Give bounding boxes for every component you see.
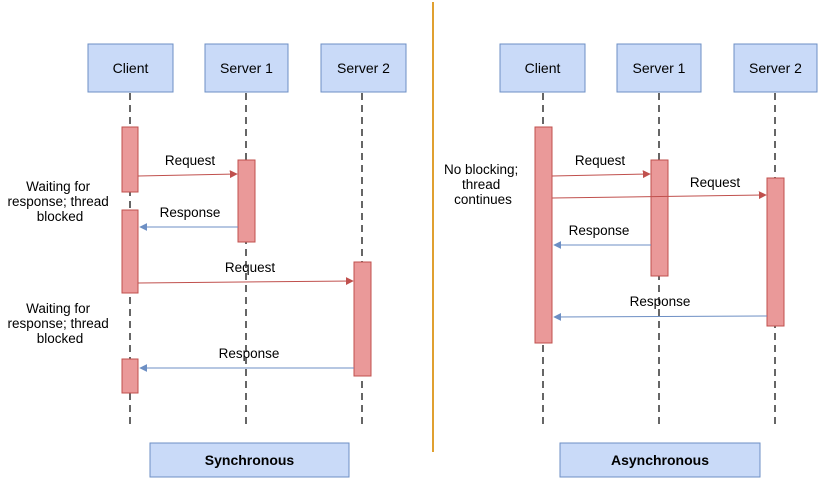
sync-wait-note-2-line-2: response; thread	[7, 316, 108, 331]
sync-server2-activation	[353, 261, 372, 377]
sync-client-box: Client	[87, 43, 174, 93]
async-client-label: Client	[525, 60, 561, 76]
sync-wait-note-1: Waiting for response; thread blocked	[7, 179, 112, 224]
async-label-box: Asynchronous	[559, 442, 761, 478]
sync-wait-note-2-line-3: blocked	[37, 331, 84, 346]
async-request-1-arrow	[551, 170, 651, 179]
sync-wait-note-1-line-1: Waiting for	[26, 179, 91, 194]
sync-label-box: Synchronous	[149, 442, 350, 478]
async-response-2-arrow	[553, 312, 768, 321]
sync-client-activation-2	[121, 209, 139, 294]
sync-response-1-label: Response	[160, 205, 221, 220]
async-server1-activation	[650, 159, 669, 277]
sync-response-2-label: Response	[219, 346, 280, 361]
async-server1-box: Server 1	[616, 43, 702, 93]
async-client-box: Client	[499, 43, 586, 93]
sync-wait-note-2: Waiting for response; thread blocked	[7, 301, 112, 346]
sync-server1-activation	[237, 159, 256, 243]
sync-server2-label: Server 2	[337, 60, 390, 76]
sync-client-label: Client	[113, 60, 149, 76]
sync-server2-box: Server 2	[320, 43, 407, 93]
async-noblock-note-line-2: thread	[462, 177, 500, 192]
async-noblock-note-line-1: No blocking;	[444, 162, 518, 177]
async-request-2-arrow	[551, 191, 767, 200]
async-server2-box: Server 2	[733, 43, 818, 93]
sync-request-1-label: Request	[165, 153, 216, 168]
async-panel: Client Server 1 Server 2 Request Request…	[444, 43, 818, 478]
sync-label: Synchronous	[205, 452, 295, 468]
sync-server1-box: Server 1	[204, 43, 289, 93]
async-noblock-note: No blocking; thread continues	[444, 162, 522, 207]
sync-request-1-arrow	[137, 170, 238, 179]
sync-request-2-arrow	[137, 277, 354, 286]
sync-wait-note-1-line-3: blocked	[37, 209, 84, 224]
async-server2-label: Server 2	[749, 60, 802, 76]
sync-panel: Client Server 1 Server 2 Request Respons…	[7, 43, 407, 478]
async-label: Asynchronous	[611, 452, 709, 468]
sync-request-2-label: Request	[225, 260, 276, 275]
async-request-1-label: Request	[575, 153, 626, 168]
sync-client-activation-1	[121, 126, 139, 193]
sync-wait-note-1-line-2: response; thread	[7, 194, 108, 209]
sync-server1-label: Server 1	[220, 60, 273, 76]
async-server2-activation	[766, 177, 785, 327]
async-client-activation	[534, 126, 553, 344]
sync-wait-note-2-line-1: Waiting for	[26, 301, 91, 316]
async-response-2-label: Response	[630, 294, 691, 309]
async-noblock-note-line-3: continues	[454, 192, 512, 207]
sync-client-activation-3	[121, 358, 139, 394]
async-request-2-label: Request	[690, 175, 741, 190]
async-response-1-label: Response	[569, 223, 630, 238]
async-server1-label: Server 1	[633, 60, 686, 76]
